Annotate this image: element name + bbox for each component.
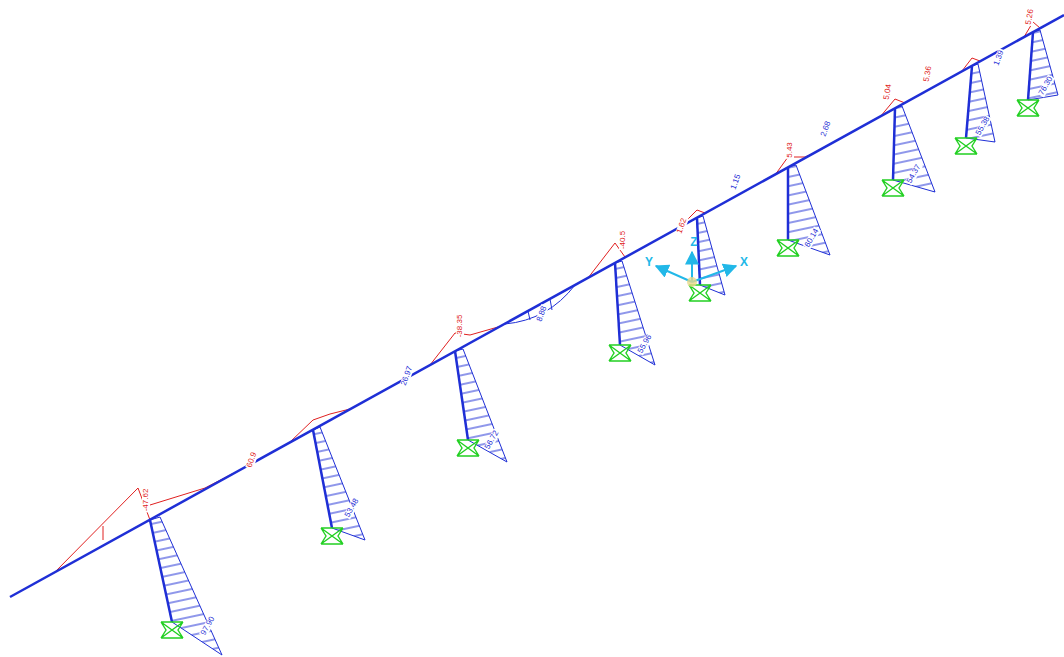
axis-label: X [739, 256, 749, 268]
moment-value: 97.90 [199, 614, 217, 637]
moment-value: 5.43 [786, 141, 794, 159]
moment-value: 1.62 [675, 216, 689, 235]
moment-value: -47.62 [142, 488, 150, 513]
axis-label: Y [644, 256, 654, 268]
axis-triad [656, 252, 736, 287]
moment-value: 76.30 [1037, 74, 1055, 97]
moment-value: 1.15 [729, 172, 743, 191]
moment-value: 54.37 [905, 162, 923, 185]
moment-value: 5.36 [923, 65, 934, 84]
beam-member [10, 15, 1064, 597]
moment-value: 8.88 [535, 304, 549, 323]
moment-value: 5.26 [1025, 8, 1036, 27]
moment-value: 55.96 [636, 332, 654, 355]
moment-value: 56.72 [483, 428, 501, 451]
moment-value: 1.39 [992, 48, 1006, 67]
support-symbol [161, 100, 1039, 638]
moment-value: 60.14 [803, 226, 821, 249]
moment-value: -38.35 [456, 314, 464, 339]
axis-label: Z [689, 236, 698, 248]
moment-value: 5.04 [883, 83, 894, 102]
moment-value: 53.48 [343, 496, 361, 519]
moment-value: 55.38 [974, 114, 992, 137]
moment-value: 26.97 [399, 364, 414, 387]
column-moment-diagram [150, 30, 1058, 655]
moment-value: 60.9 [245, 450, 259, 469]
column-member [150, 32, 1033, 622]
moment-value: -40.5 [619, 230, 627, 250]
moment-value: 2.68 [819, 119, 833, 138]
